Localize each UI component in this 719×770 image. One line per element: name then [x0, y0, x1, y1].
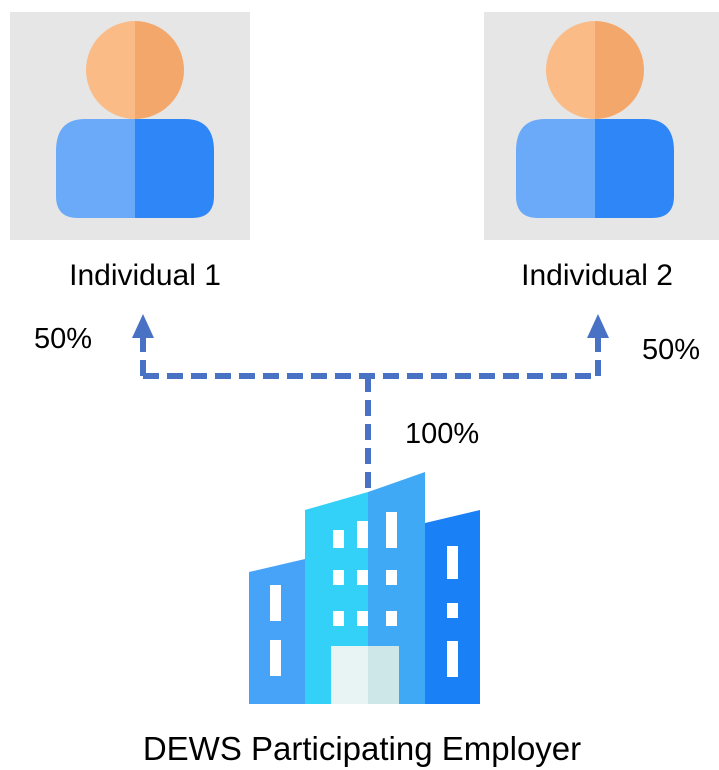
person-icon	[516, 21, 674, 218]
building-door	[331, 646, 368, 704]
arrow-up-icon	[587, 314, 609, 338]
employer-share: 100%	[405, 418, 479, 450]
building-door	[368, 646, 399, 704]
individual-1-avatar	[10, 12, 250, 240]
person-icon	[56, 21, 214, 218]
individual-1-label: Individual 1	[69, 259, 221, 292]
individual-1-share: 50%	[34, 323, 92, 355]
individual-2-share: 50%	[642, 334, 700, 366]
ownership-connector	[140, 338, 601, 488]
building-icon	[249, 472, 480, 704]
individual-2-avatar	[484, 12, 719, 240]
employer-label: DEWS Participating Employer	[143, 730, 581, 767]
arrow-up-icon	[132, 314, 154, 338]
individual-2-label: Individual 2	[521, 259, 673, 292]
